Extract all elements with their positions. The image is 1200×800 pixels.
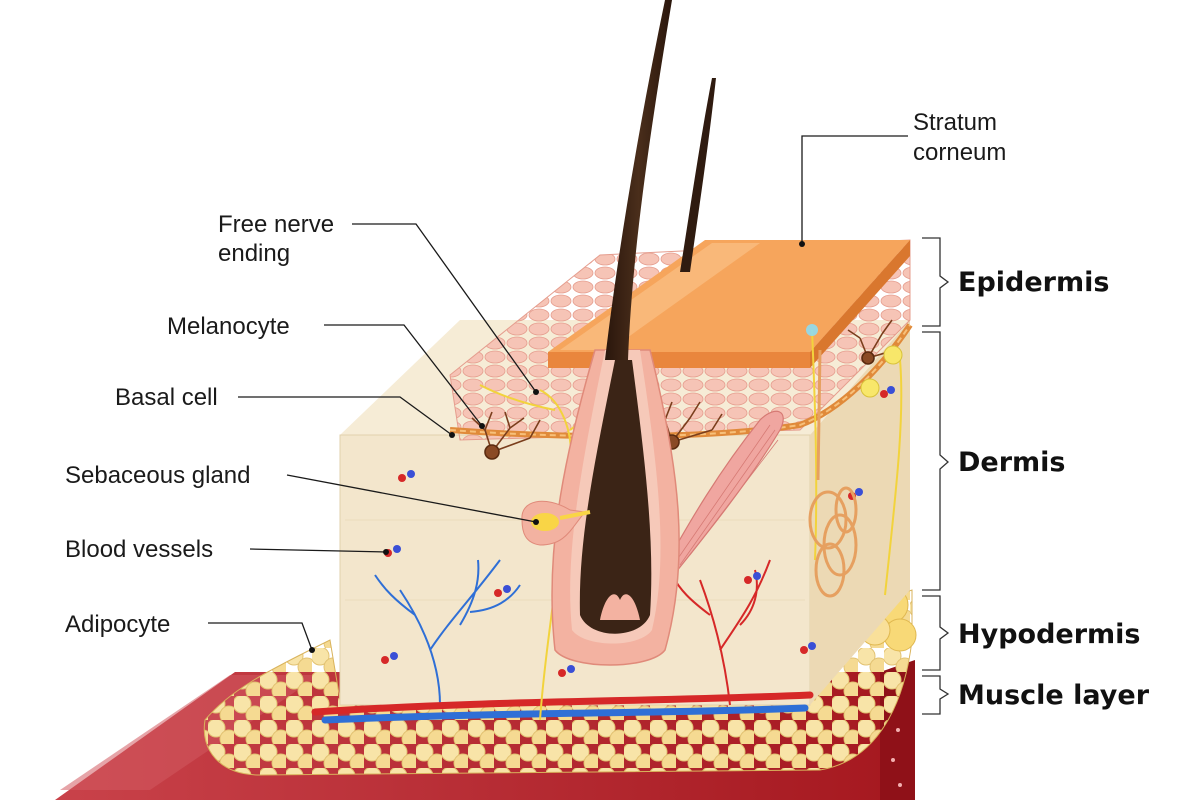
brace-hypodermis	[922, 595, 950, 671]
blood-vessel-network	[311, 386, 895, 724]
label-basal-cell: Basal cell	[115, 384, 218, 411]
nerve-ending-glow	[806, 324, 818, 336]
label-dermis: Dermis	[958, 447, 1066, 478]
label-blood-vessels: Blood vessels	[65, 536, 213, 563]
label-melanocyte: Melanocyte	[167, 313, 290, 340]
melanocytes	[471, 319, 896, 460]
arrector-pili-muscle	[659, 410, 784, 583]
hair-shaft	[605, 0, 672, 360]
leader-sebaceous-gland	[286, 474, 539, 525]
brace-epidermis	[922, 237, 950, 327]
label-muscle-layer: Muscle layer	[958, 680, 1150, 711]
leader-stratum-corneum	[799, 135, 908, 247]
sebaceous-gland	[521, 500, 591, 546]
hair-follicle	[551, 349, 680, 666]
label-free-nerve-ending-line1: Free nerve	[218, 211, 334, 238]
leader-free-nerve-ending	[352, 223, 539, 395]
label-sebaceous-gland: Sebaceous gland	[65, 462, 250, 489]
leader-basal-cell	[238, 396, 455, 438]
pacinian-corpuscles	[860, 345, 903, 398]
label-epidermis: Epidermis	[958, 267, 1109, 298]
brace-muscle-layer	[922, 675, 950, 715]
label-hypodermis: Hypodermis	[958, 619, 1141, 650]
sweat-gland	[808, 349, 858, 598]
label-stratum-corneum-line2: corneum	[913, 139, 1006, 166]
label-stratum-corneum-line1: Stratum	[913, 109, 997, 136]
label-free-nerve-ending-line2: ending	[218, 240, 290, 267]
leader-blood-vessels	[249, 548, 389, 555]
hair-shaft-2	[680, 78, 716, 272]
brace-dermis	[922, 331, 949, 591]
leader-adipocyte	[208, 622, 315, 653]
leader-melanocyte	[324, 324, 485, 429]
label-adipocyte: Adipocyte	[65, 611, 170, 638]
